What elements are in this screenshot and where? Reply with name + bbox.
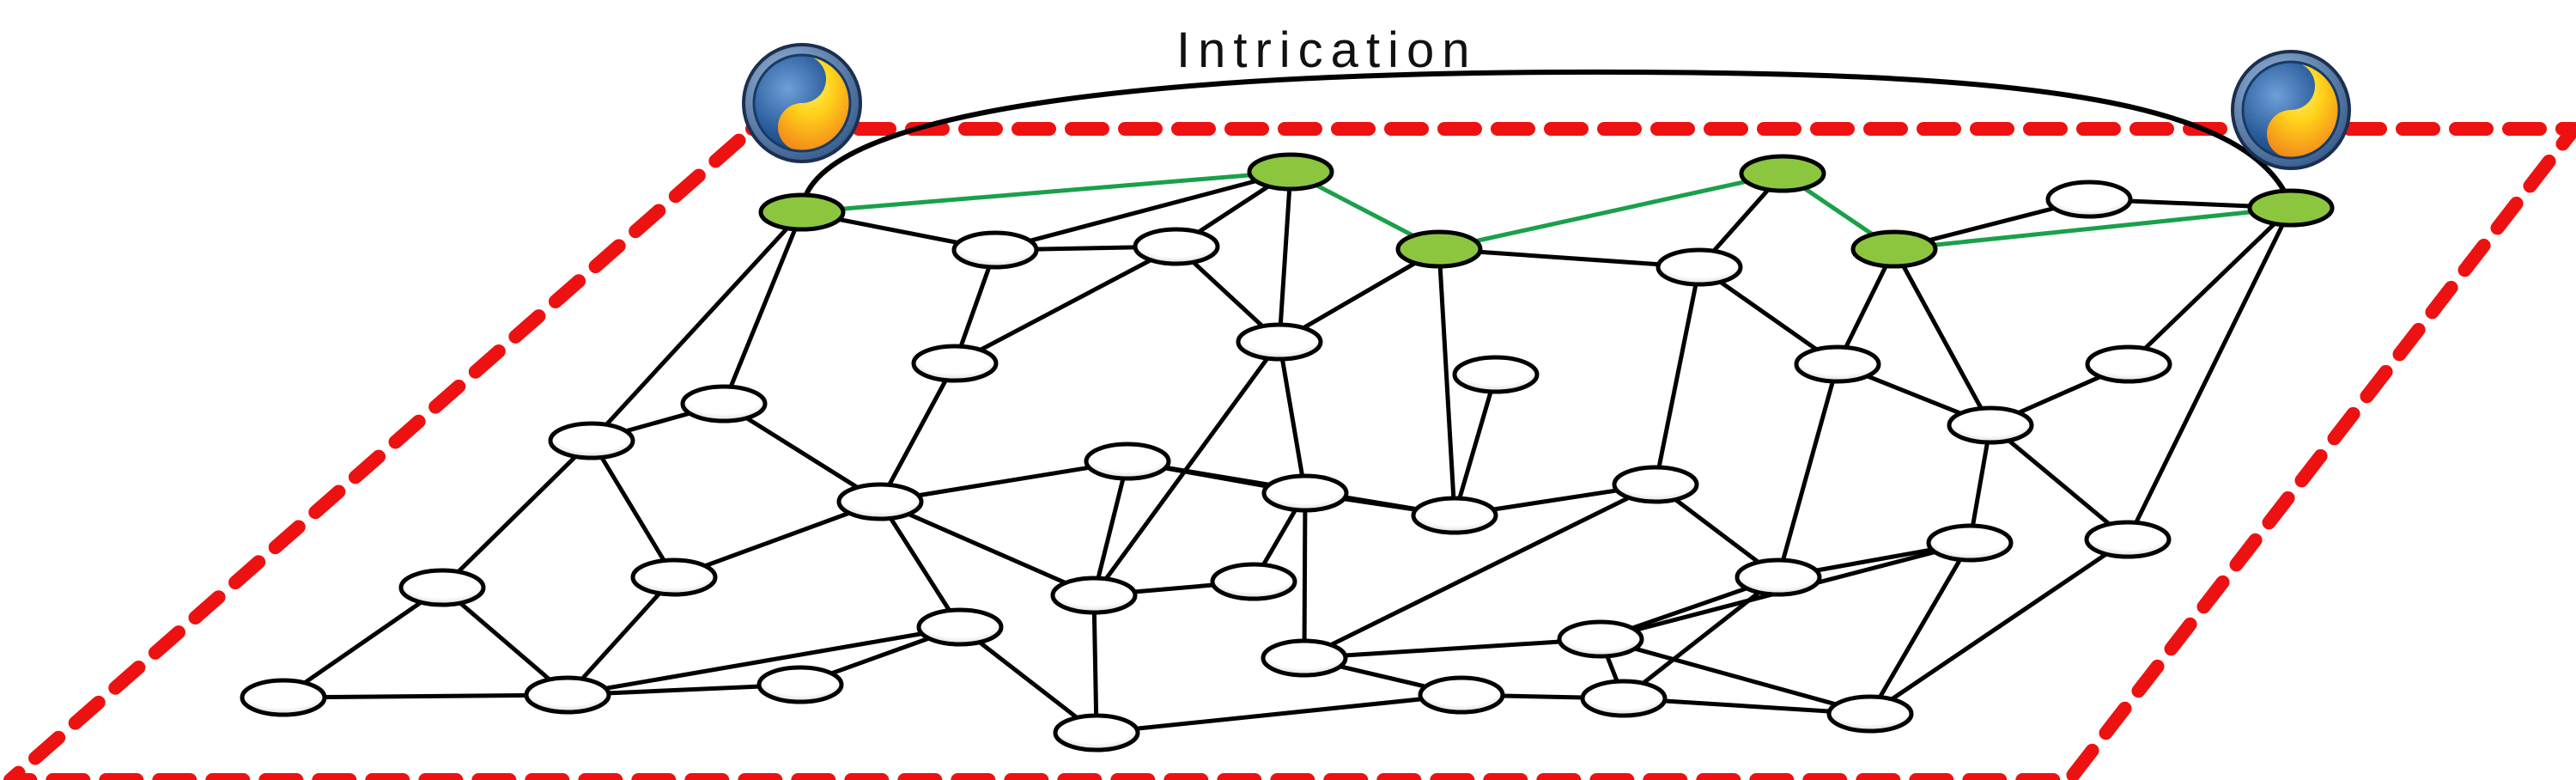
network-edge [1302, 492, 1308, 659]
network-edge [673, 499, 881, 580]
network-edge [1835, 247, 1897, 366]
network-edge [1091, 460, 1130, 596]
network-edge [953, 244, 1178, 366]
entangled-node [1850, 229, 1938, 269]
network-edge [1452, 374, 1498, 516]
network-node [836, 482, 924, 521]
network-node [1557, 619, 1644, 659]
network-edge [1438, 247, 1700, 270]
network-node [916, 607, 1004, 647]
network-edge [1091, 594, 1099, 734]
network-edge [283, 692, 568, 700]
network-edge [2125, 206, 2293, 541]
network-edge [879, 459, 1128, 504]
network-node [1053, 713, 1140, 753]
network-node [1926, 523, 2014, 563]
network-edge [958, 625, 1098, 734]
network-node [951, 230, 1039, 270]
intrication-arc [799, 69, 2295, 211]
network-node [1133, 227, 1220, 266]
intrication-label: Intrication [1176, 22, 1477, 78]
network-node [1656, 247, 1743, 287]
entangled-edge [801, 169, 1291, 215]
network-edge [878, 500, 963, 629]
network-node [680, 384, 768, 424]
network-edge [567, 625, 961, 698]
network-node [1261, 473, 1349, 513]
network-node [1050, 576, 1138, 615]
network-node [1794, 344, 1881, 384]
network-node [1084, 442, 1171, 481]
network-node [1735, 558, 1822, 597]
network-node [1452, 355, 1540, 394]
network-node [1210, 562, 1297, 601]
network-edge [1277, 171, 1293, 343]
network-edge [1868, 541, 1972, 716]
network-node [1261, 638, 1348, 678]
network-edge [1096, 692, 1462, 735]
network-node [1612, 465, 1699, 504]
network-edge [2127, 206, 2293, 366]
network-edge [722, 401, 882, 504]
network-edge [590, 210, 804, 442]
network-node [1418, 675, 1505, 715]
network-edge [589, 439, 677, 579]
network-edge [721, 211, 805, 405]
entangled-node [1247, 152, 1334, 192]
network-node [524, 675, 611, 715]
network-node [2085, 344, 2172, 384]
network-node [1236, 322, 1323, 362]
network-edge [878, 499, 1096, 598]
network-edge [282, 585, 444, 700]
network-edge [1989, 424, 2129, 541]
yin-yang-qubit-icon [2231, 50, 2351, 170]
network-edge [878, 362, 957, 503]
entangled-edge [1893, 205, 2292, 252]
network-node [756, 665, 844, 704]
network-node [1826, 694, 1914, 734]
network-edge [1967, 424, 1993, 544]
network-node [1580, 679, 1668, 718]
entangled-node [1395, 229, 1483, 269]
network-node [911, 344, 999, 383]
network-node [240, 678, 327, 717]
network-node [398, 568, 486, 607]
network-edge [1776, 363, 1840, 578]
network-edge [566, 576, 676, 697]
network-edge [994, 169, 1291, 253]
network-edge [1303, 637, 1601, 661]
entangled-edge [1438, 171, 1783, 252]
network-nodes [240, 152, 2335, 753]
entangled-node [758, 192, 846, 232]
network-edge [1303, 482, 1657, 661]
network-edge [1600, 637, 1871, 716]
network-edge [1868, 537, 2129, 716]
network-node [1947, 405, 2034, 445]
network-edge [1277, 341, 1308, 494]
entangled-node [2247, 188, 2335, 228]
network-edge [1653, 266, 1702, 485]
network-edge [1437, 248, 1457, 516]
network-edge [1278, 247, 1441, 344]
network-node [2084, 520, 2172, 559]
yin-yang-qubit-icon [742, 43, 862, 163]
network-edge [440, 586, 569, 697]
entangled-node [1739, 154, 1826, 193]
network-plane [3, 122, 2576, 780]
network-node [2045, 180, 2133, 219]
network-edge [1892, 247, 1993, 427]
network-node [630, 558, 718, 597]
network-edge [1091, 340, 1282, 597]
network-node [548, 421, 635, 460]
network-edge [440, 439, 593, 589]
network-node [1411, 496, 1498, 535]
